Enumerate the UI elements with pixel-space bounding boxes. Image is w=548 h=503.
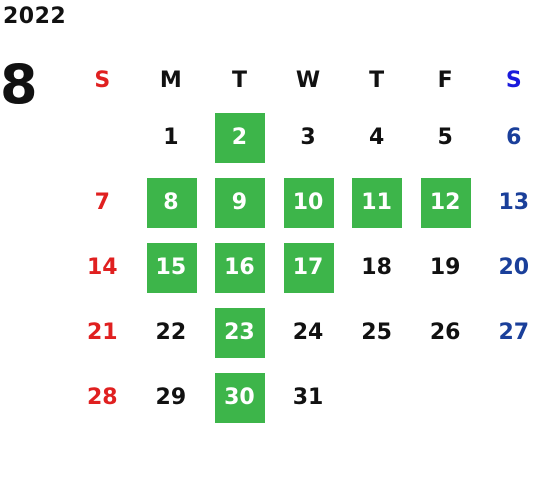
date-number: 19 <box>429 255 461 280</box>
date-cell[interactable]: 25 <box>342 308 411 358</box>
date-number: 14 <box>86 255 118 280</box>
date-cell[interactable]: 7 <box>68 178 137 228</box>
highlighted-date-cell[interactable]: 2 <box>205 112 274 163</box>
date-cell[interactable]: 4 <box>342 113 411 163</box>
empty-date-cell <box>68 113 137 163</box>
date-number: 24 <box>292 320 324 345</box>
date-cell[interactable]: 1 <box>137 113 206 163</box>
highlighted-date-cell[interactable]: 16 <box>205 242 274 293</box>
date-number: 22 <box>155 320 187 345</box>
date-cell[interactable]: 3 <box>274 113 343 163</box>
date-cell[interactable]: 24 <box>274 308 343 358</box>
date-number: 20 <box>498 255 530 280</box>
date-cell[interactable]: 26 <box>411 308 480 358</box>
weekday-header: S M T W T F S <box>68 55 548 105</box>
date-number: 29 <box>155 385 187 410</box>
date-cell[interactable]: 5 <box>411 113 480 163</box>
date-cell[interactable]: 29 <box>137 373 206 423</box>
date-number: 30 <box>224 385 255 410</box>
date-number: 13 <box>498 190 530 215</box>
weekday-wednesday: W <box>295 67 321 93</box>
date-cell[interactable]: 14 <box>68 243 137 293</box>
date-number: 21 <box>86 320 118 345</box>
empty-date-cell <box>342 373 411 423</box>
date-cell[interactable]: 13 <box>479 178 548 228</box>
weekday-sunday: S <box>94 67 111 93</box>
date-number: 26 <box>429 320 461 345</box>
highlighted-date-cell[interactable]: 8 <box>137 177 206 228</box>
date-number: 8 <box>163 190 179 215</box>
date-number: 5 <box>437 125 453 150</box>
weekday-thursday: T <box>369 67 385 93</box>
date-number: 18 <box>361 255 392 280</box>
date-number: 6 <box>506 125 522 150</box>
date-cell[interactable]: 6 <box>479 113 548 163</box>
date-number: 11 <box>361 190 392 215</box>
date-cell[interactable]: 20 <box>479 243 548 293</box>
date-cell[interactable]: 28 <box>68 373 137 423</box>
date-number: 7 <box>94 190 110 215</box>
date-number: 1 <box>163 125 179 150</box>
week-row: 14 15 16 17 18 19 20 <box>68 235 548 300</box>
date-number: 23 <box>224 320 255 345</box>
date-number: 10 <box>292 190 324 215</box>
highlighted-date-cell[interactable]: 9 <box>205 177 274 228</box>
highlighted-date-cell[interactable]: 15 <box>137 242 206 293</box>
date-number: 16 <box>224 255 255 280</box>
date-number: 17 <box>292 255 324 280</box>
highlighted-date-cell[interactable]: 23 <box>205 307 274 358</box>
date-cell[interactable]: 19 <box>411 243 480 293</box>
highlighted-date-cell[interactable]: 10 <box>274 177 343 228</box>
highlighted-date-cell[interactable]: 12 <box>411 177 480 228</box>
date-cell[interactable]: 31 <box>274 373 343 423</box>
week-row: 1 2 3 4 5 6 <box>68 105 548 170</box>
weekday-friday: F <box>437 67 453 93</box>
highlighted-date-cell[interactable]: 11 <box>342 177 411 228</box>
month-label: 8 <box>0 53 38 116</box>
date-cell[interactable]: 27 <box>479 308 548 358</box>
date-number: 28 <box>86 385 118 410</box>
date-cell[interactable]: 22 <box>137 308 206 358</box>
year-label: 2022 <box>3 4 67 29</box>
week-row: 7 8 9 10 11 12 13 <box>68 170 548 235</box>
date-number: 4 <box>368 125 385 150</box>
empty-date-cell <box>411 373 480 423</box>
empty-date-cell <box>479 373 548 423</box>
date-number: 2 <box>231 125 248 150</box>
date-number: 12 <box>429 190 461 215</box>
highlighted-date-cell[interactable]: 17 <box>274 242 343 293</box>
highlighted-date-cell[interactable]: 30 <box>205 372 274 423</box>
weekday-monday: M <box>159 67 182 93</box>
date-number: 31 <box>292 385 324 410</box>
date-number: 9 <box>231 190 248 215</box>
week-row: 28 29 30 31 <box>68 365 548 430</box>
date-cell[interactable]: 21 <box>68 308 137 358</box>
weekday-tuesday: T <box>231 67 247 93</box>
date-number: 15 <box>155 255 187 280</box>
week-row: 21 22 23 24 25 26 27 <box>68 300 548 365</box>
weekday-saturday: S <box>505 67 522 93</box>
date-number: 3 <box>300 125 316 150</box>
date-number: 25 <box>361 320 392 345</box>
date-cell[interactable]: 18 <box>342 243 411 293</box>
date-number: 27 <box>498 320 530 345</box>
